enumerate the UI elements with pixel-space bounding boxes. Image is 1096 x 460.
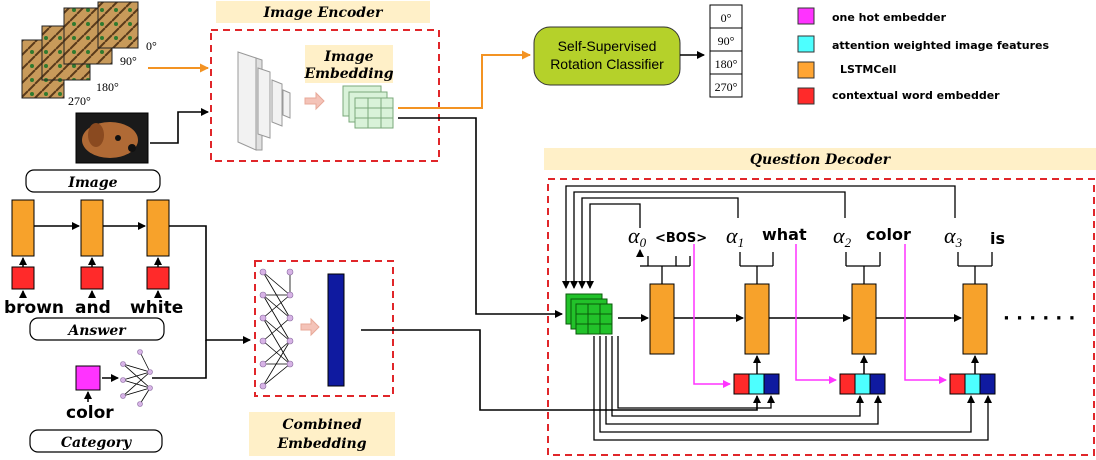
image-embedding-label-1: Image bbox=[323, 49, 373, 65]
image-feature-cube bbox=[565, 293, 613, 335]
combined-to-decoder-arrow bbox=[361, 329, 761, 411]
answer-label-box bbox=[29, 317, 165, 341]
angle-label-270: 270° bbox=[68, 94, 91, 108]
combined-embedding-label-1: Combined bbox=[282, 417, 361, 433]
answer-word-white: white bbox=[130, 298, 183, 318]
question-decoder-banner bbox=[544, 148, 1096, 170]
alpha-2: α2 bbox=[833, 223, 852, 250]
legend-label-lstm: LSTMCell bbox=[840, 63, 896, 76]
category-label-box bbox=[29, 429, 163, 453]
category-label: Category bbox=[61, 435, 132, 451]
answer-label: Answer bbox=[66, 323, 127, 339]
alpha-3: α3 bbox=[944, 223, 963, 250]
image-encoder-title: Image Encoder bbox=[263, 5, 384, 21]
rotation-classifier-line1: Self-Supervised bbox=[558, 38, 657, 54]
decoder-ellipsis: · · · · · · bbox=[1003, 308, 1075, 329]
attention-feedback-lines bbox=[562, 185, 956, 289]
decoder-lstm-0 bbox=[649, 283, 675, 355]
rotation-classifier bbox=[533, 26, 681, 86]
combined-vector bbox=[327, 273, 345, 387]
token-bos: <BOS> bbox=[655, 231, 707, 246]
decoder-lstm-cells bbox=[649, 283, 988, 355]
angle-table-180: 180° bbox=[715, 57, 738, 71]
decoder-lstm-3 bbox=[962, 283, 988, 355]
angle-table-270: 270° bbox=[715, 80, 738, 94]
input-to-lstm-arrows bbox=[753, 355, 979, 374]
token-color: color bbox=[866, 225, 911, 244]
question-decoder-title: Question Decoder bbox=[750, 152, 892, 168]
image-label: Image bbox=[67, 175, 117, 191]
rotated-image-0 bbox=[97, 1, 139, 49]
image-embedding-label-2: Embedding bbox=[303, 66, 393, 82]
angle-label-180: 180° bbox=[96, 80, 119, 94]
dog-to-encoder-arrow bbox=[150, 108, 209, 144]
image-encoder-banner bbox=[216, 1, 430, 23]
angle-label-0: 0° bbox=[146, 39, 157, 53]
legend-swatch-one-hot bbox=[797, 7, 815, 25]
combined-embedding-box bbox=[254, 260, 394, 397]
angle-table-90: 90° bbox=[718, 34, 735, 48]
answer-to-combined-arrow bbox=[169, 225, 251, 344]
angle-label-90: 90° bbox=[120, 54, 137, 68]
legend-swatch-lstm bbox=[797, 61, 815, 79]
token-feed-arrows bbox=[693, 244, 947, 388]
encoder-arrow bbox=[304, 91, 325, 111]
answer-word-brown: brown bbox=[4, 298, 64, 318]
decoder-output-forks bbox=[636, 249, 993, 284]
decoder-lstm-2 bbox=[851, 283, 877, 355]
image-embedding-banner bbox=[305, 45, 393, 83]
legend-swatch-attention bbox=[797, 35, 815, 53]
rotated-images: 0° 90° 180° 270° bbox=[21, 1, 157, 108]
combined-mlp bbox=[259, 268, 320, 390]
decoder-input-blocks bbox=[733, 373, 996, 395]
decoder-lstm-1 bbox=[744, 283, 770, 355]
legend-label-one-hot: one hot embedder bbox=[832, 11, 947, 24]
image-embedding-to-decoder-arrow bbox=[398, 117, 563, 318]
legend-swatch-contextual bbox=[797, 87, 815, 105]
alpha-1: α1 bbox=[726, 223, 744, 250]
category-to-combined-line bbox=[152, 340, 207, 379]
token-what: what bbox=[762, 225, 807, 244]
image-embedding-cube bbox=[342, 85, 394, 129]
legend: one hot embedder attention weighted imag… bbox=[797, 7, 1049, 105]
angle-table-0: 0° bbox=[721, 11, 732, 25]
image-encoder-box bbox=[210, 29, 440, 162]
legend-label-attention: attention weighted image features bbox=[832, 39, 1049, 52]
image-label-box bbox=[25, 169, 161, 193]
feature-routing-lines bbox=[593, 336, 992, 441]
alpha-0: α0 bbox=[628, 223, 647, 250]
embedding-to-classifier-arrow bbox=[398, 50, 531, 109]
answer-word-and: and bbox=[75, 298, 111, 318]
answer-encoder bbox=[11, 199, 170, 298]
input-dog-image bbox=[75, 112, 149, 164]
combined-embedding-banner bbox=[249, 412, 395, 456]
rotation-angle-table: 0° 90° 180° 270° bbox=[709, 4, 743, 98]
token-is: is bbox=[990, 229, 1005, 248]
combined-embedding-label-2: Embedding bbox=[276, 436, 366, 452]
question-decoder-box bbox=[547, 178, 1095, 456]
rotation-classifier-line2: Rotation Classifier bbox=[550, 56, 664, 72]
category-encoder bbox=[75, 349, 153, 407]
legend-label-contextual: contextual word embedder bbox=[832, 89, 1000, 102]
category-word: color bbox=[66, 403, 114, 423]
cnn-layers bbox=[237, 51, 291, 151]
